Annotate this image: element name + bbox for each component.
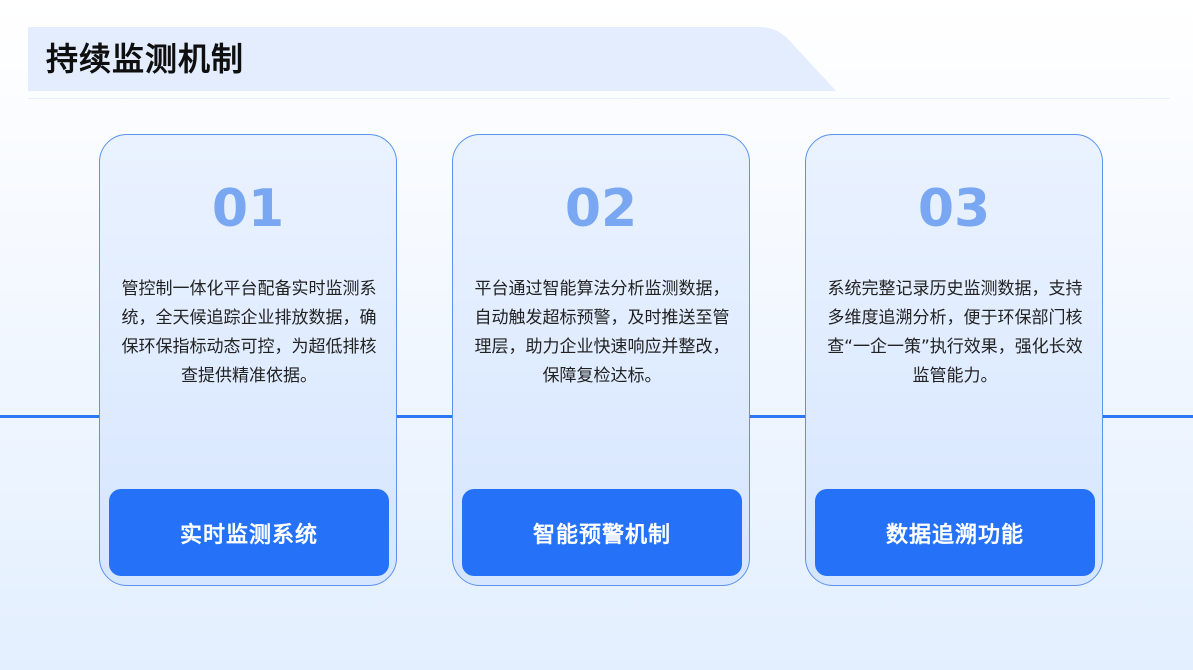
title-tab-shape xyxy=(28,27,836,91)
card-smart-alert: 02 平台通过智能算法分析监测数据，自动触发超标预警，及时推送至管理层，助力企业… xyxy=(452,134,750,586)
data-tracing-button[interactable]: 数据追溯功能 xyxy=(815,489,1095,576)
page-title: 持续监测机制 xyxy=(46,40,245,78)
card-number: 01 xyxy=(211,179,285,239)
card-number: 02 xyxy=(564,179,638,239)
smart-alert-button[interactable]: 智能预警机制 xyxy=(462,489,742,576)
realtime-monitoring-button[interactable]: 实时监测系统 xyxy=(109,489,389,576)
card-description: 管控制一体化平台配备实时监测系统，全天候追踪企业排放数据，确保环保指标动态可控，… xyxy=(121,279,377,386)
card-button-label: 数据追溯功能 xyxy=(885,522,1024,548)
card-description: 系统完整记录历史监测数据，支持多维度追溯分析，便于环保部门核查“一企一策”执行效… xyxy=(827,279,1083,386)
card-number: 03 xyxy=(917,179,991,239)
header-divider xyxy=(28,98,1170,99)
title-tab: 持续监测机制 xyxy=(28,27,838,91)
card-realtime-monitoring: 01 管控制一体化平台配备实时监测系统，全天候追踪企业排放数据，确保环保指标动态… xyxy=(99,134,397,586)
card-button-label: 智能预警机制 xyxy=(532,522,671,548)
card-button-label: 实时监测系统 xyxy=(179,522,318,548)
card-description: 平台通过智能算法分析监测数据，自动触发超标预警，及时推送至管理层，助力企业快速响… xyxy=(474,279,730,386)
card-data-tracing: 03 系统完整记录历史监测数据，支持多维度追溯分析，便于环保部门核查“一企一策”… xyxy=(805,134,1103,586)
